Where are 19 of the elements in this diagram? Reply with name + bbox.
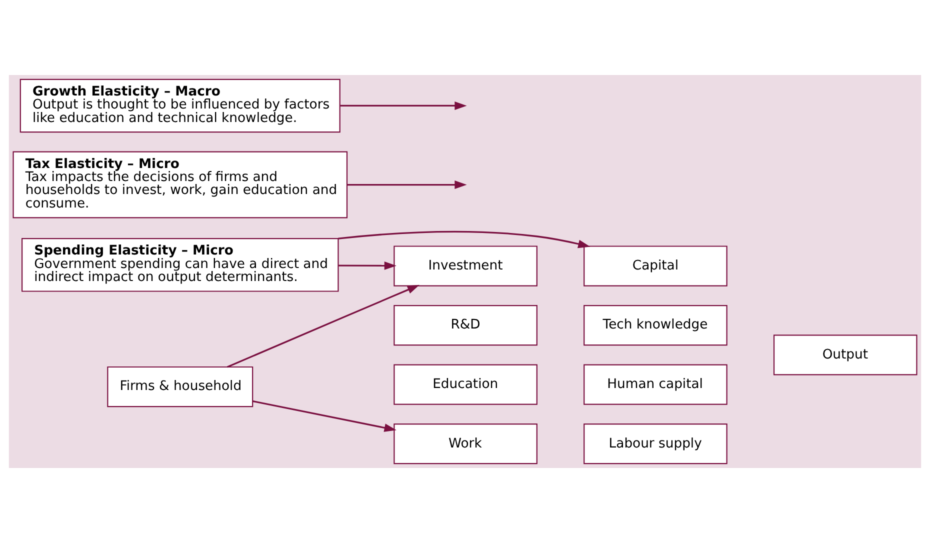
- arrow: [226, 284, 420, 368]
- node-box: Work: [394, 423, 538, 464]
- node-box: Output: [773, 334, 918, 375]
- node-box: Spending Elasticity – Micro Government spending can have a direct and indirect impact on output determinants.: [22, 238, 339, 292]
- node-box: Firms & household: [107, 366, 254, 407]
- node-box: Investment: [394, 245, 538, 286]
- arrow: [338, 230, 590, 248]
- arrow: [340, 101, 467, 110]
- node-box: Tech knowledge: [584, 304, 728, 346]
- node-box: Tax Elasticity – Micro Tax impacts the decisions of firms and households to invest, work, gain education and consume.: [12, 150, 348, 218]
- node-box: Growth Elasticity – Macro Output is thought to be influenced by factors like education and technical knowledge.: [20, 78, 340, 132]
- node-box: R&D: [394, 304, 538, 346]
- arrow: [252, 400, 396, 432]
- arrow: [347, 180, 467, 188]
- node-box: Capital: [584, 245, 728, 286]
- node-box: Human capital: [584, 364, 728, 404]
- arrow: [338, 260, 396, 270]
- node-box: Education: [394, 364, 538, 404]
- node-box: Labour supply: [584, 423, 728, 464]
